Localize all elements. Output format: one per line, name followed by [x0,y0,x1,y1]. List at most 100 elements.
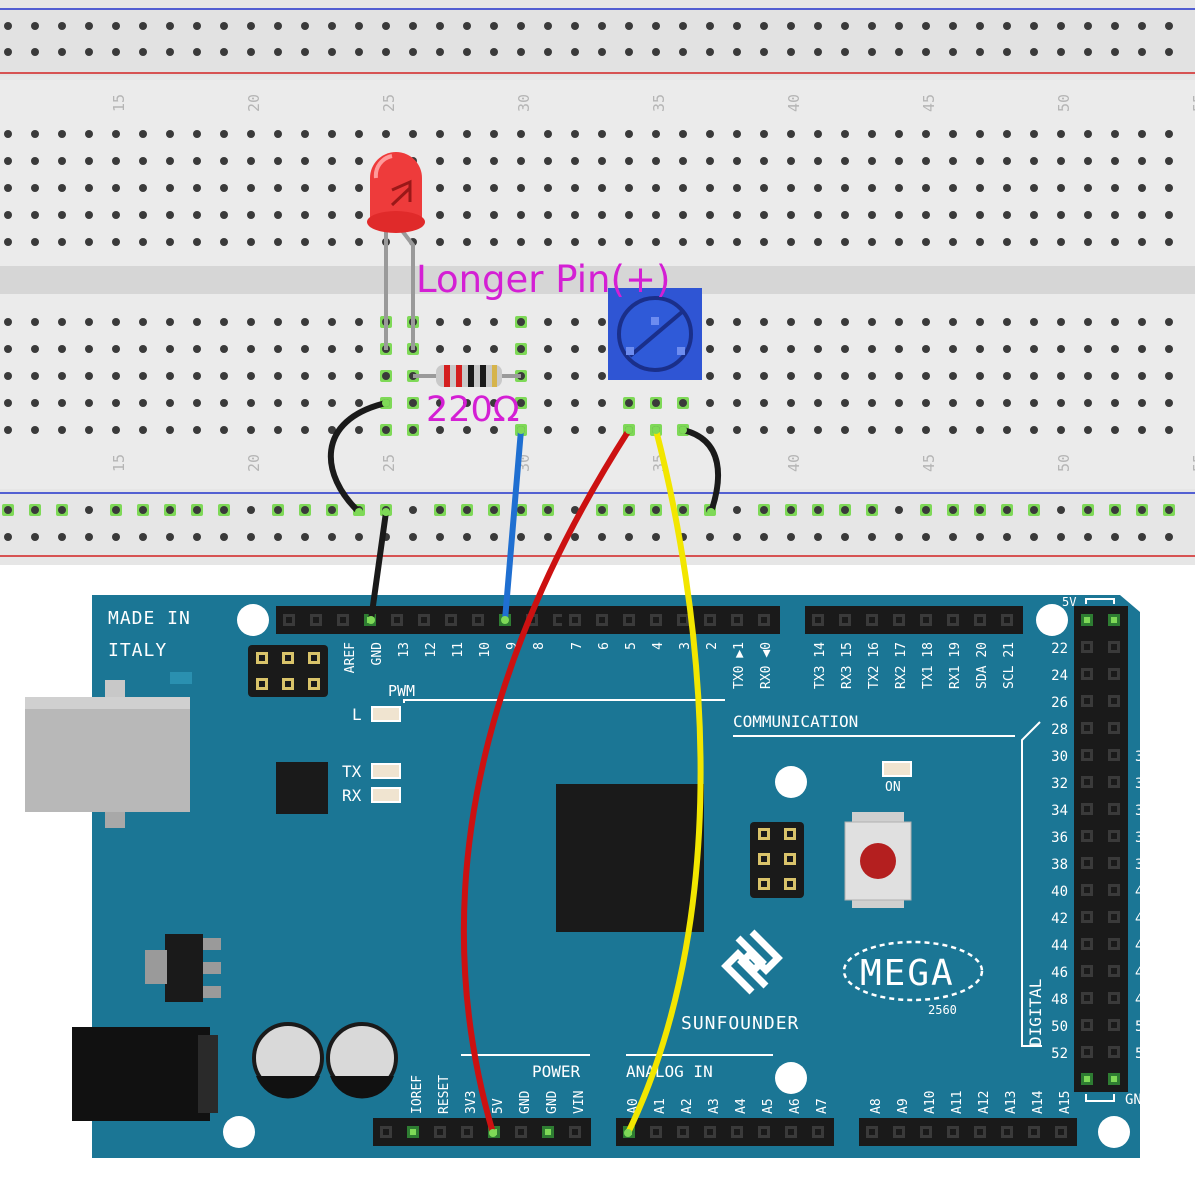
breadboard-hole[interactable] [1003,426,1011,434]
breadboard-hole[interactable] [301,48,309,56]
breadboard-hole[interactable] [895,184,903,192]
breadboard-hole[interactable] [706,345,714,353]
breadboard-hole[interactable] [949,399,957,407]
breadboard-hole[interactable] [733,238,741,246]
breadboard-hole[interactable] [679,22,687,30]
breadboard-hole[interactable] [1084,506,1092,514]
breadboard-hole[interactable] [139,184,147,192]
breadboard-hole[interactable] [166,22,174,30]
breadboard-hole[interactable] [85,318,93,326]
breadboard-hole[interactable] [787,211,795,219]
breadboard-hole[interactable] [571,399,579,407]
breadboard-hole[interactable] [85,238,93,246]
breadboard-hole[interactable] [112,399,120,407]
breadboard-hole[interactable] [787,506,795,514]
breadboard-hole[interactable] [814,22,822,30]
breadboard-hole[interactable] [598,184,606,192]
breadboard-hole[interactable] [355,211,363,219]
breadboard-hole[interactable] [733,318,741,326]
breadboard-hole[interactable] [706,22,714,30]
breadboard-hole[interactable] [139,48,147,56]
breadboard-hole[interactable] [652,399,660,407]
breadboard-hole[interactable] [1111,426,1119,434]
breadboard-hole[interactable] [841,506,849,514]
breadboard-hole[interactable] [733,399,741,407]
breadboard-hole[interactable] [220,211,228,219]
breadboard-hole[interactable] [841,184,849,192]
breadboard-hole[interactable] [976,130,984,138]
breadboard-hole[interactable] [1057,130,1065,138]
breadboard-hole[interactable] [1030,48,1038,56]
breadboard-hole[interactable] [571,157,579,165]
breadboard-hole[interactable] [274,506,282,514]
breadboard-hole[interactable] [85,157,93,165]
breadboard-hole[interactable] [1084,426,1092,434]
breadboard-hole[interactable] [328,426,336,434]
breadboard-hole[interactable] [895,22,903,30]
breadboard-hole[interactable] [85,211,93,219]
breadboard-hole[interactable] [355,48,363,56]
breadboard-hole[interactable] [976,48,984,56]
breadboard-hole[interactable] [868,130,876,138]
breadboard-hole[interactable] [976,238,984,246]
breadboard-hole[interactable] [679,238,687,246]
breadboard-hole[interactable] [355,426,363,434]
breadboard-hole[interactable] [166,48,174,56]
breadboard-hole[interactable] [922,506,930,514]
breadboard-hole[interactable] [598,506,606,514]
breadboard-hole[interactable] [463,426,471,434]
breadboard-hole[interactable] [382,130,390,138]
breadboard-hole[interactable] [1111,372,1119,380]
breadboard-hole[interactable] [733,184,741,192]
breadboard-hole[interactable] [976,372,984,380]
breadboard-hole[interactable] [976,211,984,219]
breadboard-hole[interactable] [463,238,471,246]
breadboard-hole[interactable] [733,426,741,434]
breadboard-hole[interactable] [598,22,606,30]
breadboard-hole[interactable] [841,426,849,434]
breadboard-hole[interactable] [382,48,390,56]
breadboard-hole[interactable] [355,22,363,30]
breadboard-hole[interactable] [1003,22,1011,30]
breadboard-hole[interactable] [31,238,39,246]
breadboard-hole[interactable] [679,506,687,514]
breadboard-hole[interactable] [274,372,282,380]
breadboard-hole[interactable] [58,533,66,541]
breadboard-hole[interactable] [1138,22,1146,30]
breadboard-hole[interactable] [895,157,903,165]
breadboard-hole[interactable] [112,130,120,138]
breadboard-hole[interactable] [922,345,930,353]
breadboard-hole[interactable] [112,157,120,165]
breadboard-hole[interactable] [841,345,849,353]
breadboard-hole[interactable] [1165,345,1173,353]
breadboard-hole[interactable] [760,22,768,30]
breadboard-hole[interactable] [1057,157,1065,165]
potentiometer[interactable] [608,288,702,380]
breadboard-hole[interactable] [517,22,525,30]
breadboard-hole[interactable] [4,506,12,514]
breadboard-hole[interactable] [868,211,876,219]
breadboard-hole[interactable] [1030,184,1038,192]
breadboard-hole[interactable] [949,48,957,56]
breadboard-hole[interactable] [58,22,66,30]
breadboard-hole[interactable] [625,22,633,30]
breadboard-hole[interactable] [1003,184,1011,192]
breadboard-hole[interactable] [949,533,957,541]
breadboard-hole[interactable] [895,506,903,514]
breadboard-hole[interactable] [1084,238,1092,246]
breadboard-hole[interactable] [544,345,552,353]
breadboard-hole[interactable] [301,184,309,192]
breadboard-hole[interactable] [679,399,687,407]
breadboard-hole[interactable] [247,211,255,219]
breadboard-hole[interactable] [1138,184,1146,192]
breadboard-hole[interactable] [598,48,606,56]
breadboard-hole[interactable] [463,130,471,138]
breadboard-hole[interactable] [436,533,444,541]
breadboard-hole[interactable] [841,130,849,138]
breadboard-hole[interactable] [112,211,120,219]
breadboard-hole[interactable] [1057,506,1065,514]
breadboard-hole[interactable] [166,211,174,219]
breadboard-hole[interactable] [868,506,876,514]
breadboard-hole[interactable] [139,238,147,246]
breadboard-hole[interactable] [544,184,552,192]
